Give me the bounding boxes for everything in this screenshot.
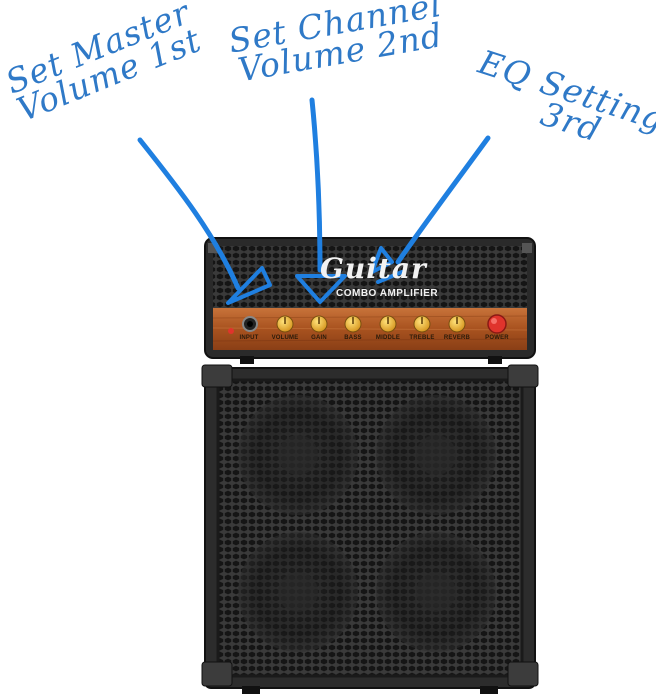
amp-brand-subtitle: COMBO AMPLIFIER — [336, 288, 439, 299]
label-treble: TREBLE — [409, 335, 435, 341]
volume-knob[interactable] — [276, 315, 294, 333]
label-bass: BASS — [344, 335, 362, 341]
arrow-eq-settings — [370, 135, 491, 284]
label-reverb: REVERB — [443, 335, 471, 341]
gain-knob[interactable] — [310, 315, 328, 333]
label-power: POWER — [485, 335, 509, 341]
label-volume: VOLUME — [271, 335, 299, 341]
arrow-channel-volume — [295, 97, 347, 304]
speaker-cabinet — [201, 364, 539, 694]
power-button[interactable] — [487, 314, 507, 334]
reverb-knob[interactable] — [448, 315, 466, 333]
bass-knob[interactable] — [344, 315, 362, 333]
amp-brand-logo: Guitar — [320, 252, 427, 285]
middle-knob[interactable] — [379, 315, 397, 333]
label-middle: MIDDLE — [375, 335, 401, 341]
label-gain: GAIN — [311, 335, 327, 341]
treble-knob[interactable] — [413, 315, 431, 333]
arrow-master-volume — [137, 137, 272, 305]
amp-controls — [228, 314, 507, 334]
power-led — [228, 328, 234, 334]
label-input: INPUT — [239, 335, 259, 341]
